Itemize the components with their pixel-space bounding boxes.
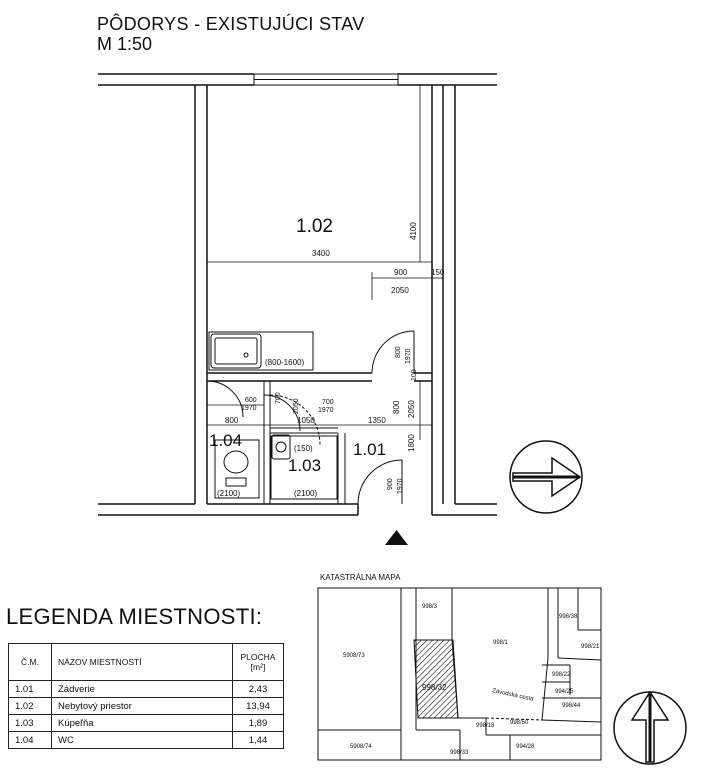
- dim-700-b: 700: [322, 399, 334, 406]
- room-legend-table: Č.M. NÁZOV MIESTNOSTÍ PLOCHA [m²] 1.01 Z…: [8, 643, 284, 749]
- parcel-label: 998/22: [552, 672, 571, 678]
- parcel-label: 994/28: [516, 744, 535, 750]
- legend-cell-num: 1.01: [8, 680, 52, 698]
- parcel-label: 998/44: [562, 703, 581, 709]
- room-label-1-02: 1.02: [296, 216, 333, 237]
- entrance-marker: [385, 530, 408, 545]
- table-row: 1.01 Zádverie 2,43: [8, 680, 284, 698]
- dim-door-1970: 1970: [405, 348, 412, 364]
- legend-cell-area: 13,94: [232, 697, 284, 715]
- parcel-label: 998/33: [450, 750, 469, 756]
- parcel-label: 5908/74: [350, 744, 372, 750]
- dim-150-b: (150): [294, 444, 313, 453]
- legend-cell-num: 1.02: [8, 697, 52, 715]
- legend-header-name: NÁZOV MIESTNOSTÍ: [51, 643, 233, 681]
- parcel-label: 998/21: [581, 644, 600, 650]
- dim-1970-a: 1970: [241, 405, 257, 412]
- dim-1800: 1800: [407, 434, 416, 452]
- parcel-label: 998/50: [510, 720, 529, 726]
- dim-100: 100: [411, 369, 418, 381]
- north-arrow-plan: [509, 440, 583, 514]
- legend-header-area: PLOCHA [m²]: [232, 643, 284, 681]
- drawing-scale: M 1:50: [97, 34, 153, 54]
- parcel-label: 998/3: [422, 604, 438, 610]
- dim-600: 600: [245, 397, 257, 404]
- dim-800-v: 800: [392, 400, 401, 414]
- dim-kitchen: (800-1600): [265, 358, 304, 367]
- parcel-label: 994/25: [555, 689, 574, 695]
- table-row: 1.04 WC 1,44: [8, 731, 284, 749]
- legend-cell-area: 1,44: [232, 731, 284, 749]
- room-label-1-04: 1.04: [209, 431, 242, 450]
- dim-2050: 2050: [391, 286, 409, 295]
- legend-title: LEGENDA MIESTNOSTI:: [6, 604, 263, 629]
- parcel-label: 998/18: [476, 723, 495, 729]
- dim-entry-1970: 1970: [397, 478, 404, 494]
- dim-height-main: 4100: [409, 222, 418, 240]
- legend-cell-num: 1.04: [8, 731, 52, 749]
- legend-cell-name: WC: [51, 731, 233, 749]
- table-row: 1.03 Kúpeľňa 1,89: [8, 714, 284, 732]
- dim-1050: 1050: [297, 416, 315, 425]
- cadastral-map: KATASTRÁLNA MAPA 998/3 998/38 5908/73 99…: [317, 573, 687, 765]
- dim-entry-900: 900: [387, 478, 394, 490]
- legend-header-num: Č.M.: [8, 643, 52, 681]
- dim-900: 900: [394, 268, 408, 277]
- legend-cell-name: Nebytový priestor: [51, 697, 233, 715]
- north-arrow-map: [613, 690, 687, 765]
- parcel-label-highlighted: 998/32: [422, 683, 447, 692]
- dim-door-800: 800: [395, 346, 402, 358]
- legend-cell-area: 2,43: [232, 680, 284, 698]
- legend-cell-num: 1.03: [8, 714, 52, 732]
- dim-800: 800: [225, 416, 239, 425]
- dim-wc-height: (2100): [217, 489, 240, 498]
- dim-2050-v2: 2050: [407, 400, 416, 418]
- parcel-label: 5908/73: [343, 653, 365, 659]
- dim-150: 150: [431, 268, 445, 277]
- dim-bath-height: (2100): [294, 489, 317, 498]
- street-label: Závodská cesta: [492, 688, 535, 703]
- dim-2050-v: 2050: [293, 398, 300, 414]
- legend-cell-area: 1,89: [232, 714, 284, 732]
- building-parcel-hatched: [413, 639, 459, 719]
- dim-700-a: 700: [275, 392, 282, 404]
- parcel-label: 998/38: [559, 614, 578, 620]
- legend-cell-name: Kúpeľňa: [51, 714, 233, 732]
- cadastral-title: KATASTRÁLNA MAPA: [320, 573, 401, 582]
- legend-cell-name: Zádverie: [51, 680, 233, 698]
- floor-plan: 1.02 1.04 1.03 1.01 3400 4100 900 150 20…: [98, 73, 583, 545]
- room-label-1-03: 1.03: [288, 456, 321, 475]
- table-row: 1.02 Nebytový priestor 13,94: [8, 697, 284, 715]
- legend-header-row: Č.M. NÁZOV MIESTNOSTÍ PLOCHA [m²]: [8, 643, 284, 681]
- room-label-1-01: 1.01: [353, 440, 386, 459]
- dim-width-main: 3400: [312, 249, 330, 258]
- dim-1350: 1350: [368, 416, 386, 425]
- drawing-title: PÔDORYS - EXISTUJÚCI STAV: [97, 14, 365, 34]
- parcel-label: 998/1: [493, 640, 509, 646]
- dim-1970-b: 1970: [318, 407, 334, 414]
